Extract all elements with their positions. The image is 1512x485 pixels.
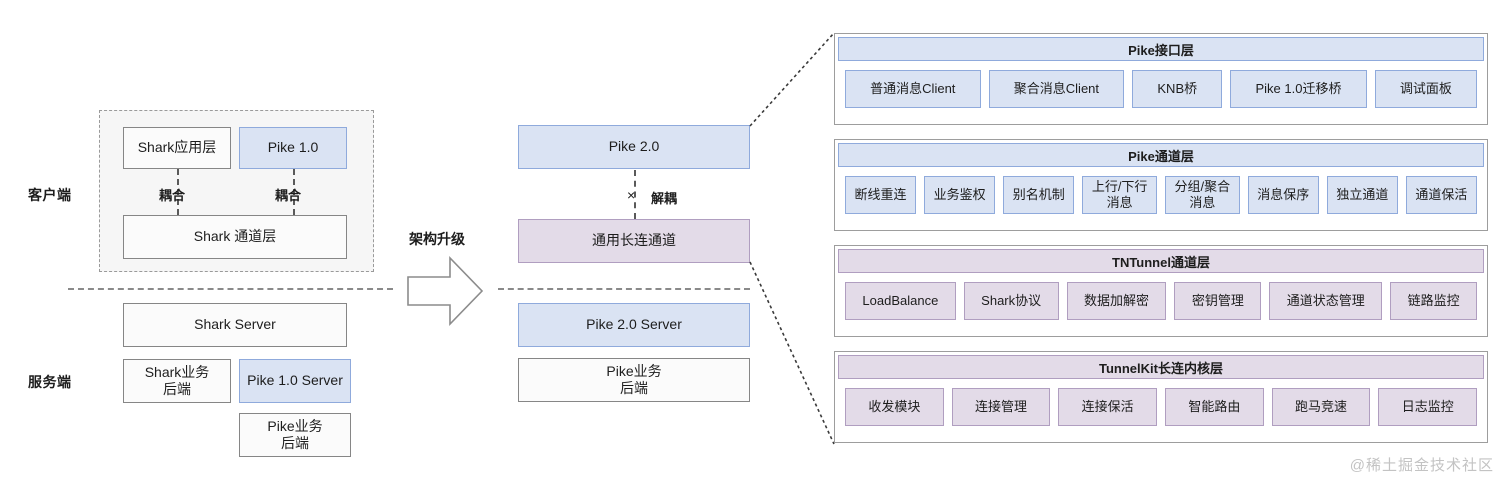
layer-tunnelkit-kernel: TunnelKit长连内核层 收发模块 连接管理 连接保活 智能路由 跑马竞速 …: [834, 351, 1488, 443]
chip-alias-mechanism[interactable]: 别名机制: [1003, 176, 1075, 214]
chip-key-management[interactable]: 密钥管理: [1174, 282, 1262, 320]
client-server-divider-right: [498, 288, 750, 290]
layer-pike-interface: Pike接口层 普通消息Client 聚合消息Client KNB桥 Pike …: [834, 33, 1488, 125]
chip-knb-bridge[interactable]: KNB桥: [1132, 70, 1223, 108]
layer-items: 收发模块 连接管理 连接保活 智能路由 跑马竞速 日志监控: [835, 379, 1487, 436]
side-label-server: 服务端: [28, 374, 72, 390]
decouple-cross-icon: ×: [627, 187, 636, 203]
client-server-divider-left: [68, 288, 393, 290]
coupling-label-right: 耦合: [275, 188, 302, 203]
chip-load-balance[interactable]: LoadBalance: [845, 282, 956, 320]
upgrade-arrow-icon: [406, 255, 484, 332]
box-pike-business-backend-modern[interactable]: Pike业务 后端: [518, 358, 750, 402]
chip-common-message-client[interactable]: 普通消息Client: [845, 70, 981, 108]
box-pike-2-0-server[interactable]: Pike 2.0 Server: [518, 303, 750, 347]
layer-title: Pike接口层: [838, 37, 1484, 61]
watermark: @稀土掘金技术社区: [1349, 457, 1494, 474]
chip-log-monitoring[interactable]: 日志监控: [1378, 388, 1478, 426]
coupling-line-left: [177, 169, 179, 215]
chip-shark-protocol[interactable]: Shark协议: [963, 282, 1059, 320]
chip-uplink-downlink-message[interactable]: 上行/下行 消息: [1082, 176, 1157, 214]
layer-title: TNTunnel通道层: [838, 249, 1484, 273]
decouple-line: [634, 170, 636, 219]
layer-title: Pike通道层: [838, 143, 1484, 167]
chip-link-monitoring[interactable]: 链路监控: [1390, 282, 1477, 320]
chip-business-auth[interactable]: 业务鉴权: [924, 176, 996, 214]
chip-aggregate-message-client[interactable]: 聚合消息Client: [988, 70, 1125, 108]
upgrade-arrow-label: 架构升级: [409, 231, 465, 247]
layer-items: 断线重连 业务鉴权 别名机制 上行/下行 消息 分组/聚合 消息 消息保序 独立…: [835, 167, 1487, 224]
chip-channel-state-management[interactable]: 通道状态管理: [1269, 282, 1383, 320]
decouple-label: 解耦: [651, 191, 678, 206]
coupling-label-left: 耦合: [159, 188, 186, 203]
layer-pike-channel: Pike通道层 断线重连 业务鉴权 别名机制 上行/下行 消息 分组/聚合 消息…: [834, 139, 1488, 231]
chip-message-ordering[interactable]: 消息保序: [1247, 176, 1319, 214]
chip-data-encryption[interactable]: 数据加解密: [1066, 282, 1167, 320]
layer-items: LoadBalance Shark协议 数据加解密 密钥管理 通道状态管理 链路…: [835, 273, 1487, 330]
chip-send-receive-module[interactable]: 收发模块: [845, 388, 944, 426]
chip-pike-1-0-migration-bridge[interactable]: Pike 1.0迁移桥: [1230, 70, 1367, 108]
chip-reconnect[interactable]: 断线重连: [845, 176, 917, 214]
layer-items: 普通消息Client 聚合消息Client KNB桥 Pike 1.0迁移桥 调…: [835, 61, 1487, 118]
box-pike-1-0-server[interactable]: Pike 1.0 Server: [239, 359, 351, 403]
layer-title: TunnelKit长连内核层: [838, 355, 1484, 379]
box-common-long-connection-channel[interactable]: 通用长连通道: [518, 219, 750, 263]
box-shark-channel-layer[interactable]: Shark 通道层: [123, 215, 347, 259]
box-pike-business-backend-legacy[interactable]: Pike业务 后端: [239, 413, 351, 457]
chip-smart-routing[interactable]: 智能路由: [1165, 388, 1264, 426]
chip-group-aggregate-message[interactable]: 分组/聚合 消息: [1164, 176, 1240, 214]
box-pike-2-0[interactable]: Pike 2.0: [518, 125, 750, 169]
chip-connection-keepalive[interactable]: 连接保活: [1058, 388, 1158, 426]
side-label-client: 客户端: [28, 187, 72, 203]
chip-channel-keepalive[interactable]: 通道保活: [1405, 176, 1477, 214]
box-shark-server[interactable]: Shark Server: [123, 303, 347, 347]
layer-tntunnel-channel: TNTunnel通道层 LoadBalance Shark协议 数据加解密 密钥…: [834, 245, 1488, 337]
box-pike-1-0[interactable]: Pike 1.0: [239, 127, 347, 169]
chip-debug-panel[interactable]: 调试面板: [1374, 70, 1478, 108]
chip-independent-channel[interactable]: 独立通道: [1326, 176, 1398, 214]
chip-connection-management[interactable]: 连接管理: [951, 388, 1051, 426]
coupling-line-right: [293, 169, 295, 215]
box-shark-business-backend[interactable]: Shark业务 后端: [123, 359, 231, 403]
box-shark-app-layer[interactable]: Shark应用层: [123, 127, 231, 169]
chip-racing-speed[interactable]: 跑马竞速: [1271, 388, 1371, 426]
